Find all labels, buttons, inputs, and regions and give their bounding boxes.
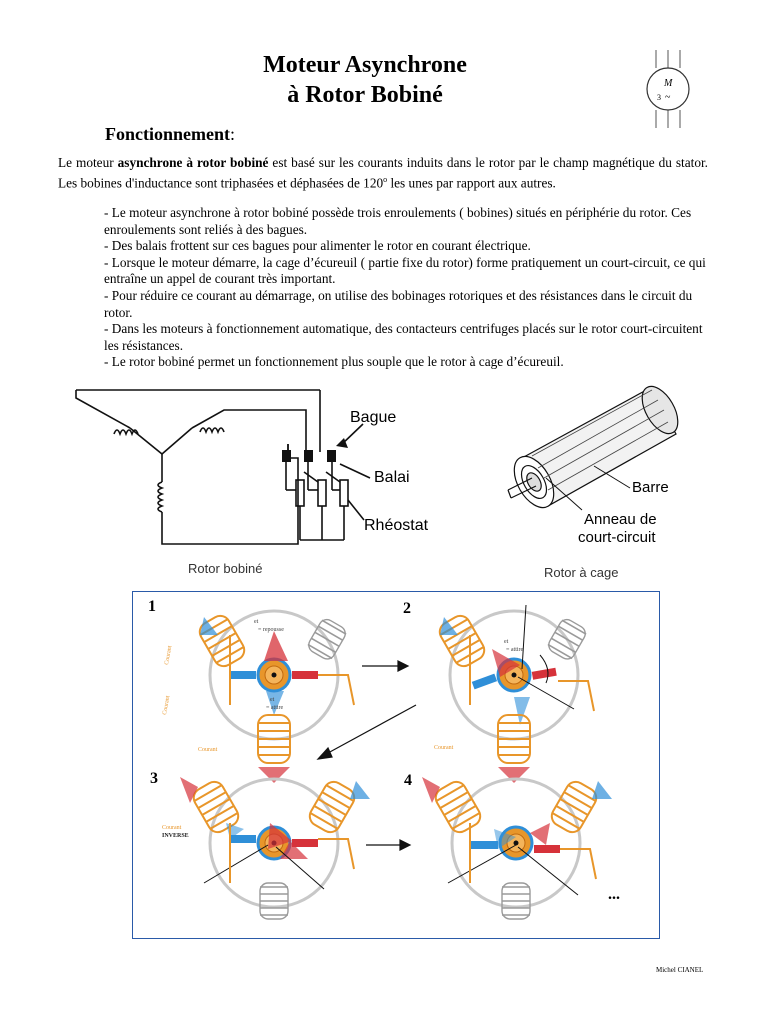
- label-balai: Balai: [374, 469, 410, 486]
- motor-symbol-icon: M 3 ~: [646, 50, 690, 128]
- bullet-item: - Pour réduire ce courant au démarrage, …: [104, 287, 693, 320]
- label-anneau-2: court-circuit: [578, 529, 656, 546]
- intro-text-2: est basé sur les courants induits dans l…: [58, 155, 708, 191]
- step1-et: et: [254, 619, 259, 625]
- label-rheostat: Rhéostat: [364, 517, 429, 534]
- steps-illustration: et = repousse et = attire Courant Couran…: [162, 604, 612, 920]
- caption-rotor-bobine: Rotor bobiné: [188, 561, 262, 576]
- step1-courant-2: Courant: [162, 695, 171, 715]
- section-heading-colon: :: [230, 124, 236, 144]
- label-barre: Barre: [632, 479, 669, 496]
- step2-et: et: [504, 639, 509, 645]
- bullet-list: - Le moteur asynchrone à rotor bobiné po…: [104, 205, 708, 371]
- label-bague: Bague: [350, 409, 396, 426]
- title-block: Moteur Asynchrone à Rotor Bobiné: [170, 50, 560, 110]
- bullet-item: - Le moteur asynchrone à rotor bobiné po…: [104, 205, 692, 237]
- symbol-m: M: [663, 78, 673, 89]
- step-number-4: 4: [404, 772, 412, 789]
- intro-text-bold: asynchrone à rotor bobiné: [117, 155, 269, 170]
- intro-paragraph: Le moteur asynchrone à rotor bobiné est …: [58, 155, 708, 192]
- step-number-1: 1: [148, 598, 156, 615]
- bullet-item: - Dans les moteurs à fonctionnement auto…: [104, 321, 703, 353]
- symbol-tilde: ~: [665, 92, 671, 103]
- intro-text-1: Le moteur: [58, 155, 118, 170]
- step-number-2: 2: [403, 600, 411, 617]
- step2-courant: Courant: [434, 745, 454, 751]
- ellipsis: ...: [608, 886, 620, 903]
- step-number-3: 3: [150, 770, 158, 787]
- page-title-line2: à Rotor Bobiné: [287, 82, 443, 108]
- bullet-item: - Des balais frottent sur ces bagues pou…: [104, 238, 531, 254]
- section-heading-text: Fonctionnement: [105, 124, 230, 144]
- page-title-line1: Moteur Asynchrone: [263, 52, 467, 78]
- rotor-bobine-diagram: Bague Balai Rhéostat Rotor bobiné: [75, 389, 429, 576]
- label-anneau-1: Anneau de: [584, 511, 657, 528]
- step3-courant-inverse-2: INVERSE: [162, 833, 189, 839]
- intro-degree: o: [383, 174, 388, 184]
- step2-attire: = attire: [506, 647, 524, 653]
- bullet-item: - Lorsque le moteur démarre, la cage d’é…: [104, 254, 706, 287]
- symbol-3: 3: [657, 93, 661, 102]
- bullet-item: - Le rotor bobiné permet un fonctionneme…: [104, 354, 564, 370]
- step1-courant-3: Courant: [198, 747, 218, 753]
- steps-frame: [132, 591, 660, 939]
- intro-text-3: les unes par rapport aux autres.: [387, 175, 556, 191]
- step1-attire: = attire: [266, 705, 284, 711]
- step1-repousse: = repousse: [258, 627, 284, 633]
- caption-rotor-cage: Rotor à cage: [544, 565, 618, 580]
- step3-courant-inverse-1: Courant: [162, 825, 182, 831]
- step1-courant-1: Courant: [164, 645, 173, 665]
- footer-author: Michel CIANEL: [656, 966, 704, 974]
- rotor-cage-diagram: Barre Anneau de court-circuit Rotor à ca…: [507, 385, 679, 580]
- section-heading: Fonctionnement:: [105, 124, 235, 145]
- step1-et-2: et: [270, 697, 275, 703]
